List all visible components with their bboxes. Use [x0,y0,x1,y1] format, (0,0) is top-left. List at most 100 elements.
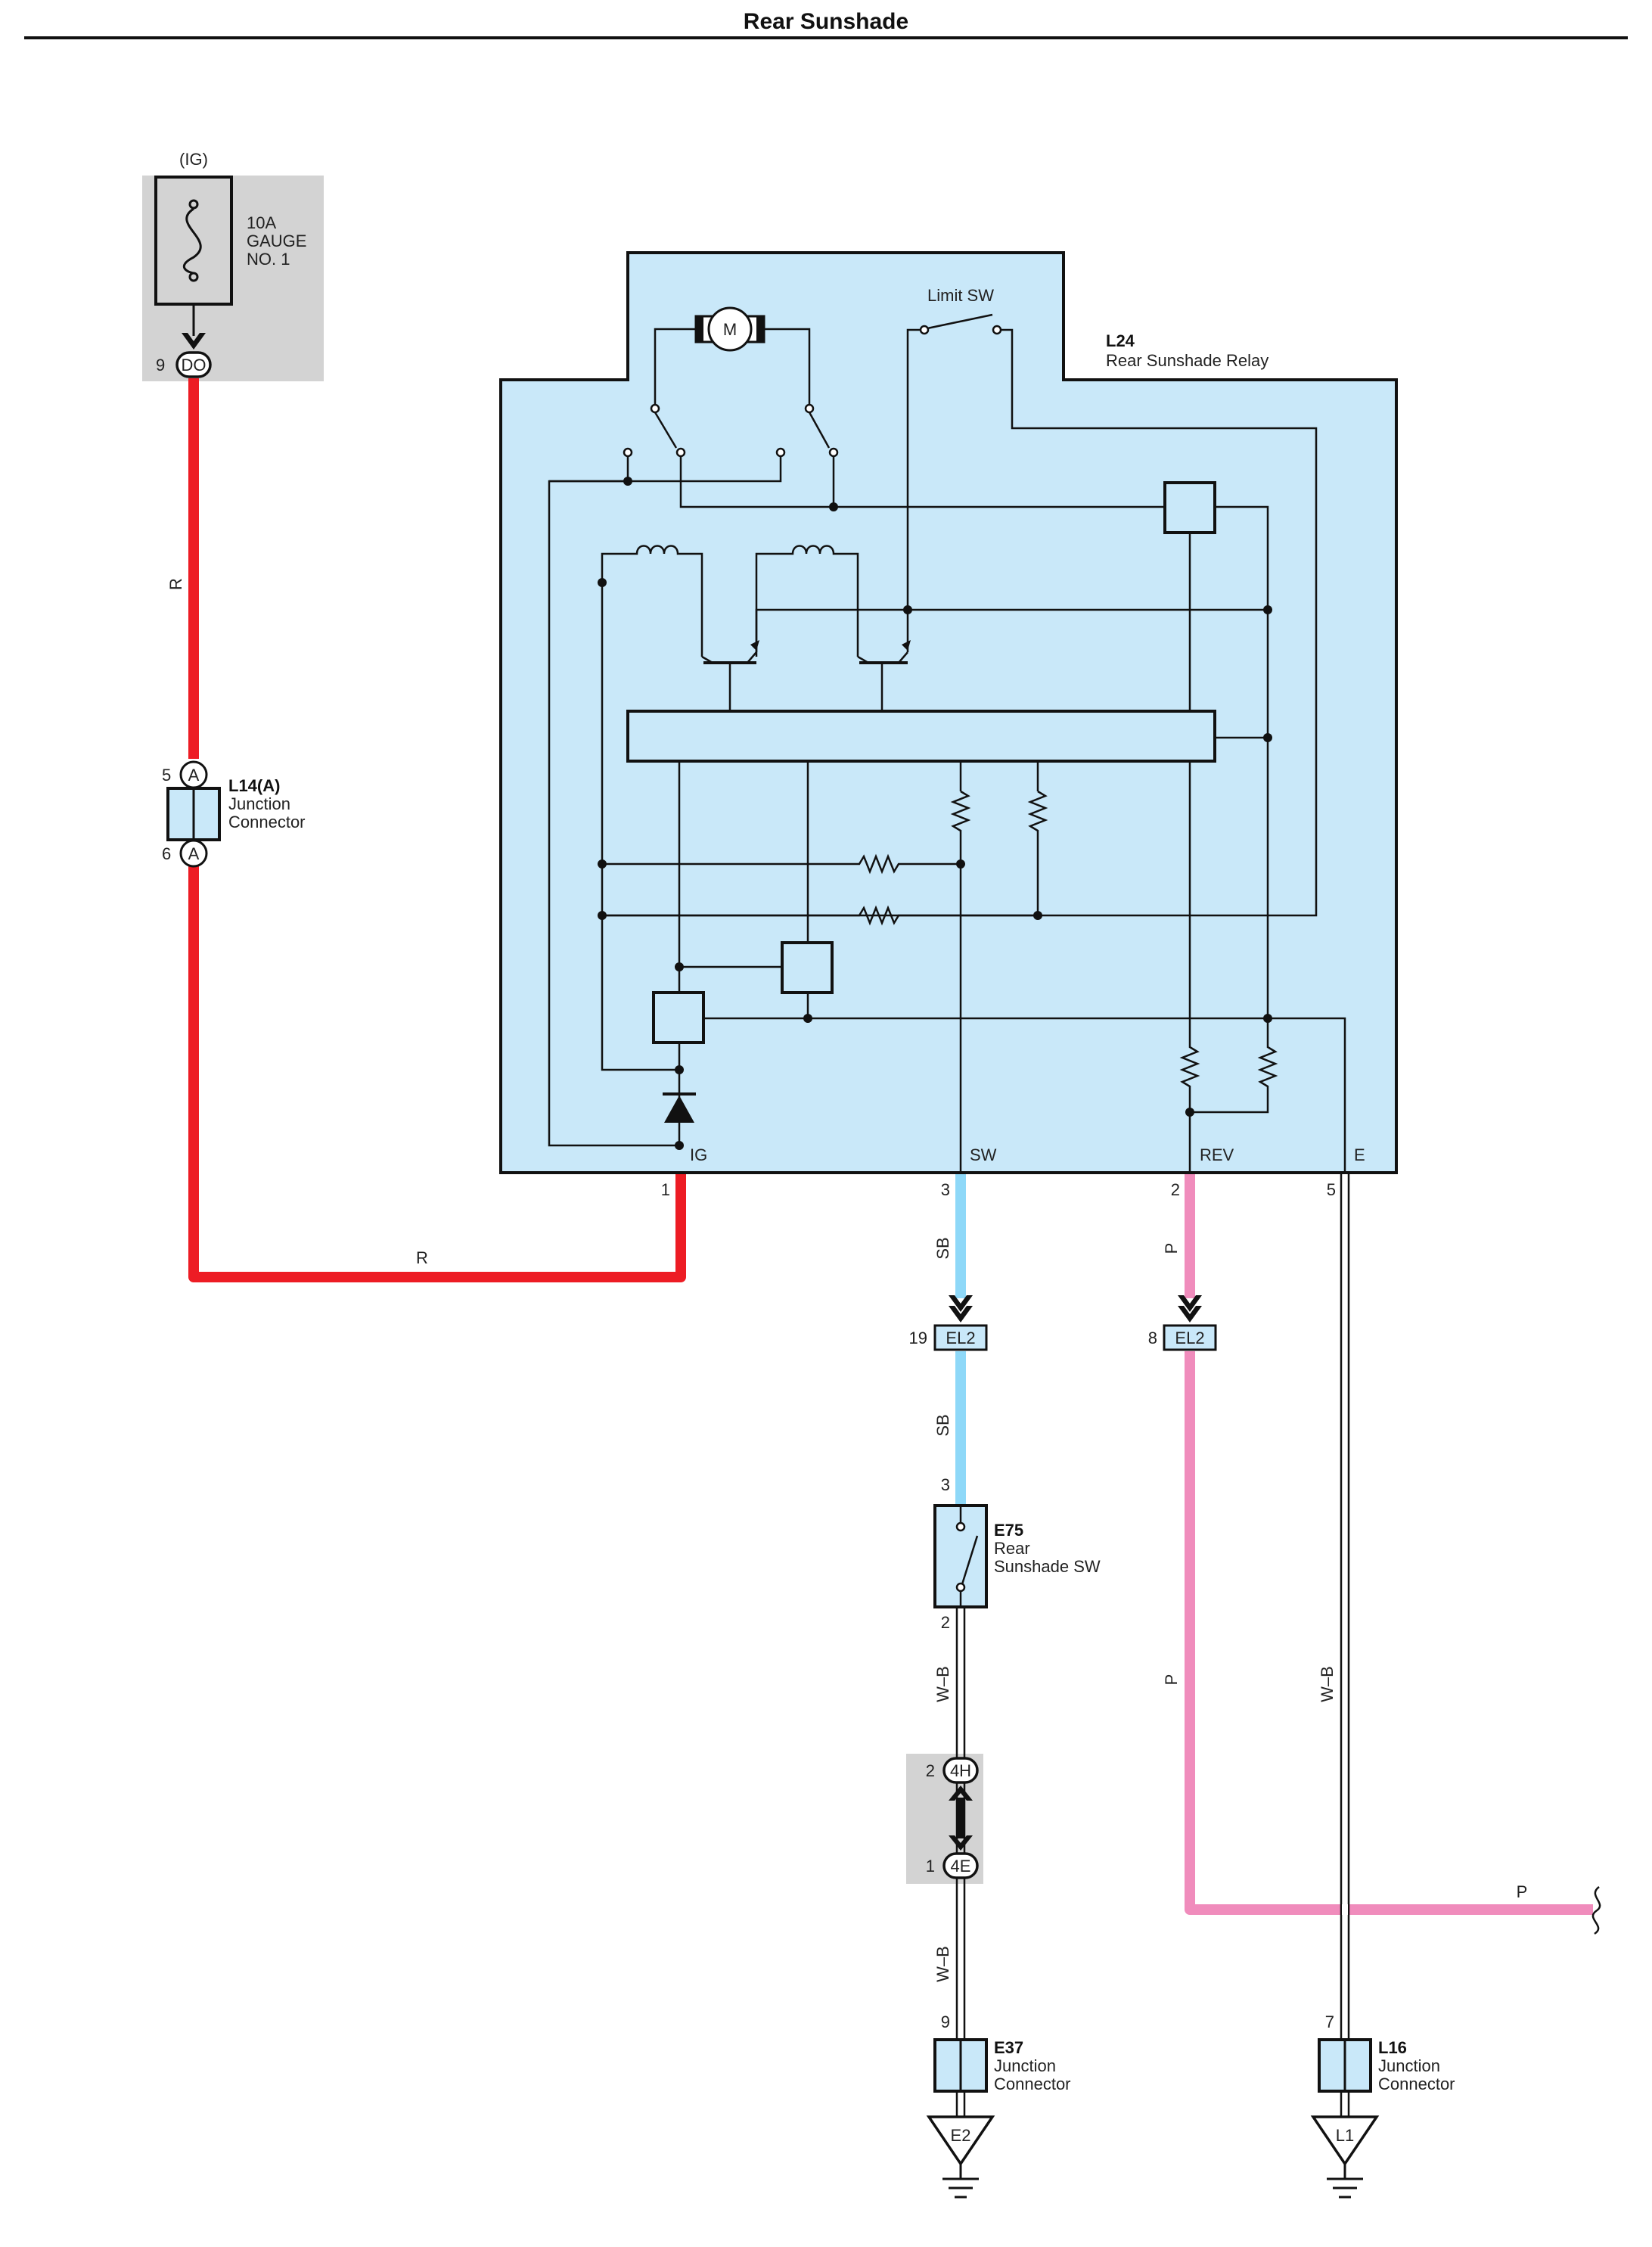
resistor-horizontal-2 [602,905,1038,926]
el2-connector-rev [1163,1324,1217,1351]
junction-l16: 7 L16 Junction Connector L1 [1310,2012,1455,2199]
resistor-rev-2 [1190,1018,1278,1114]
ground-e2-label: E2 [951,2126,971,2145]
connector-4h-pin: 2 [926,1761,935,1780]
terminal-e-label: E [1354,1145,1365,1164]
limit-sw-label: Limit SW [927,286,994,305]
l14-pin-top: 5 [162,766,171,785]
connector-4e-pin: 1 [926,1857,935,1876]
terminal-rev-label: REV [1200,1145,1234,1164]
wire-break-icon [1591,1886,1601,1935]
switch-e75: 3 E75 Rear Sunshade SW 2 [933,1475,1101,1632]
fuse-rating: 10A [247,213,276,232]
resistor-vertical-1 [950,790,971,1173]
ground-l1-icon [1310,2115,1380,2167]
fuse-name-line2: NO. 1 [247,250,290,269]
relay-name: Rear Sunshade Relay [1106,351,1268,370]
relay-l24: L24 Rear Sunshade Relay M Limit SW [499,251,1398,1199]
red-wire [188,378,686,1282]
el2-pin-rev: 8 [1148,1329,1157,1347]
l16-line1: Junction [1378,2056,1440,2075]
l14-tag-top: A [188,766,200,785]
relay-main-box [499,378,1398,1174]
el2-connector-sw [933,1324,988,1351]
transistor-right-icon [857,610,911,711]
el2-pin-sw: 19 [909,1329,927,1347]
wire-color-wb-lower: W–B [933,1946,952,1982]
diagram-title: Rear Sunshade [744,9,908,34]
chevron-down-icon [182,333,206,350]
fuse-connector-code: DO [182,356,206,374]
l14-line2: Connector [228,813,306,831]
fuse-connector [175,351,212,378]
fuse-name-line1: GAUGE [247,232,306,250]
l14-code: L14(A) [228,776,280,795]
l16-pin: 7 [1325,2012,1334,2031]
relay-module-middle [781,941,834,994]
junction-e37: 9 E37 Junction Connector E2 [926,2012,1071,2199]
chevron-down-icon [949,1306,973,1322]
terminal-ig-label: IG [690,1145,707,1164]
wire-color-r-vertical: R [166,578,185,590]
e37-code: E37 [994,2038,1023,2057]
wire-color-p-horizontal: P [1517,1882,1528,1901]
wb-wire-e: W–B [1318,1173,1350,2040]
l16-line2: Connector [1378,2075,1455,2093]
e75-line2: Sunshade SW [994,1557,1101,1576]
terminal-sw-label: SW [970,1145,997,1164]
relay-code: L24 [1106,331,1135,350]
e75-code: E75 [994,1521,1023,1540]
relay-ic-bar [626,710,1216,763]
junction-l14: A A 5 6 L14(A) Junction Connector [162,760,306,868]
wire-color-sb-upper: SB [933,1237,952,1259]
relay-module-top-right [1163,481,1216,534]
e75-line1: Rear [994,1539,1030,1558]
wire-color-r-horizontal: R [416,1248,428,1267]
el2-code-sw: EL2 [946,1329,975,1347]
switch-lever-icon [961,1535,979,1585]
pink-wire-lower [1185,1351,1593,1915]
terminal-sw-pin: 3 [941,1180,950,1199]
motor-label: M [723,320,737,339]
coil-right-icon [755,545,859,657]
resistor-horizontal-1 [602,853,961,875]
wire-color-wb-upper: W–B [933,1666,952,1702]
chevron-up-icon [949,1785,973,1801]
e37-line2: Connector [994,2075,1071,2093]
chevron-down-icon [949,1835,973,1851]
l14-pin-bottom: 6 [162,844,171,863]
wire-color-p-lower: P [1162,1674,1181,1686]
chevron-down-icon [1178,1306,1202,1322]
wire-color-sb-lower: SB [933,1414,952,1436]
coil-left-icon [601,545,703,657]
connector-4e-code: 4E [951,1857,971,1876]
fuse-pin: 9 [156,356,165,374]
e37-pin: 9 [941,2012,950,2031]
terminal-rev-pin: 2 [1171,1180,1180,1199]
resistor-rev-1 [1179,1040,1200,1173]
limit-switch-icon [919,313,1002,335]
relay-top-box [626,251,1065,383]
relay-contact-right [775,403,839,458]
el2-code-rev: EL2 [1175,1329,1204,1347]
resistor-vertical-2 [1027,790,1048,915]
fuse-block: (IG) 10A GAUGE NO. 1 DO 9 [142,150,324,381]
e37-line1: Junction [994,2056,1056,2075]
l14-tag-bottom: A [188,844,200,863]
terminal-ig-pin: 1 [661,1180,670,1199]
wire-color-p-upper: P [1162,1243,1181,1254]
fuse-icon [182,199,202,282]
relay-module-lower-left [652,991,705,1044]
chevron-down-icon [949,1295,973,1312]
terminal-e-pin: 5 [1327,1180,1336,1199]
fuse-power-source: (IG) [179,150,208,169]
connector-4h-code: 4H [950,1761,971,1780]
wire-color-wb-e: W–B [1318,1666,1337,1702]
l16-code: L16 [1378,2038,1407,2057]
chevron-down-icon [1178,1295,1202,1312]
ground-e2-icon [926,2115,995,2167]
ground-l1-label: L1 [1336,2126,1354,2145]
connector-4h-4e: 4H 2 4E 1 [906,1754,983,1884]
transistor-left-icon [701,613,759,711]
